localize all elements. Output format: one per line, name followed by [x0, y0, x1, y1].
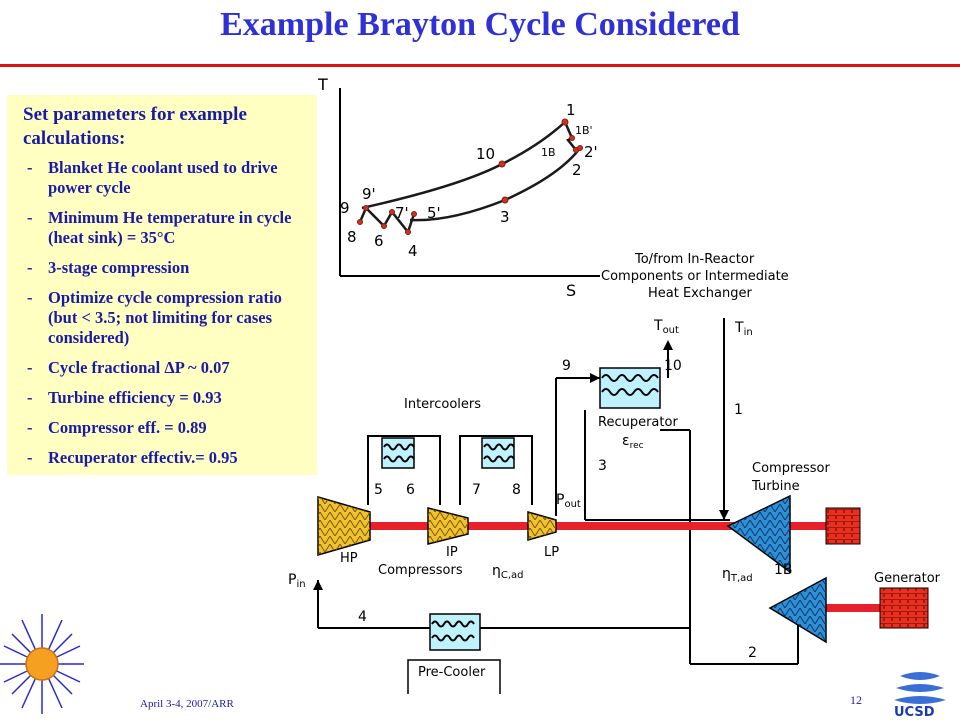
t-out-label: Tout — [653, 318, 679, 336]
list-item: -Recuperator effectiv.= 0.95 — [27, 448, 238, 467]
svg-text:UCSD: UCSD — [894, 705, 935, 720]
recuperator-effectiveness: εrec — [622, 433, 644, 451]
state-label-5: 5 — [374, 482, 383, 498]
compressor-turbine-label: Turbine — [751, 479, 800, 494]
compressors-label: Compressors — [378, 563, 463, 578]
state-label-4: 4 — [358, 609, 367, 625]
parameter-list: -Blanket He coolant used to drive power … — [23, 158, 313, 478]
state-point-label: 1 — [566, 101, 576, 119]
state-point-label: 5' — [427, 204, 441, 222]
recuperator — [599, 367, 661, 409]
state-point-label: 1B' — [575, 124, 593, 137]
shaft — [360, 522, 826, 530]
sun-logo — [0, 614, 84, 714]
state-label-8: 8 — [512, 482, 521, 498]
state-point-label: 3 — [500, 208, 510, 226]
state-point-label: 2 — [572, 161, 582, 179]
bullet-text: Turbine efficiency = 0.93 — [48, 388, 222, 407]
ucsd-logo: UCSD — [886, 668, 954, 720]
bullet-text: Compressor eff. = 0.89 — [48, 418, 207, 437]
precooler-label: Pre-Cooler — [418, 665, 486, 680]
state-label-9: 9 — [562, 358, 571, 374]
lp-label: LP — [544, 545, 559, 560]
generator-label: Generator — [874, 571, 941, 586]
list-item: -Turbine efficiency = 0.93 — [27, 388, 222, 407]
bullet-text: Blanket He coolant used to drive power c… — [48, 158, 278, 197]
turbine-load-block — [825, 507, 861, 545]
state-point-label: 6 — [374, 232, 384, 250]
recuperator-label: Recuperator — [598, 415, 678, 430]
footer-date: April 3-4, 2007/ARR — [140, 698, 234, 710]
state-label-2: 2 — [748, 645, 757, 661]
turbine-efficiency: ηT,ad — [722, 566, 753, 584]
intercoolers-label: Intercoolers — [404, 397, 481, 412]
state-point-label: 4 — [408, 242, 418, 260]
state-label-1: 1 — [734, 402, 743, 418]
s-axis-label: S — [566, 281, 576, 300]
t-axis-label: T — [317, 75, 328, 94]
slide-title: Example Brayton Cycle Considered — [220, 6, 740, 43]
bullet-text: 3-stage compression — [48, 258, 190, 277]
state-point-label: 8 — [347, 228, 357, 246]
state-label-1b: 1B — [774, 562, 793, 578]
page-number: 12 — [850, 693, 862, 707]
list-item: -Cycle fractional ΔP ~ 0.07 — [27, 358, 230, 377]
bullet-text: Minimum He temperature in cycle (heat si… — [48, 208, 292, 247]
ip-label: IP — [446, 545, 458, 560]
p-out-label: Pout — [556, 492, 581, 510]
state-point-label: 10 — [476, 145, 495, 163]
state-point-label: 9' — [362, 185, 376, 203]
state-point-label: 9 — [340, 199, 350, 217]
generator-shaft — [790, 604, 880, 612]
state-label-3: 3 — [598, 458, 607, 474]
compressor-efficiency: ηC,ad — [492, 563, 524, 581]
state-point-label: 7' — [395, 204, 409, 222]
parameters-panel — [7, 95, 317, 475]
heat-source-label: Components or Intermediate — [601, 269, 789, 284]
list-item: -Blanket He coolant used to drive power … — [27, 158, 278, 197]
t-in-label: Tin — [734, 320, 753, 338]
p-in-label: Pin — [288, 572, 306, 590]
intercooler-1 — [381, 437, 415, 469]
heat-source-label: To/from In-Reactor — [634, 252, 755, 267]
hp-label: HP — [340, 551, 358, 566]
state-label-6: 6 — [406, 482, 415, 498]
state-label-10: 10 — [664, 358, 682, 374]
panel-heading: Set parameters for example calculations: — [23, 104, 247, 149]
pre-cooler — [407, 613, 501, 694]
bullet-text: Recuperator effectiv.= 0.95 — [48, 448, 238, 467]
state-point-label: 2' — [584, 143, 598, 161]
title-divider — [0, 64, 960, 67]
heat-source-label: Heat Exchanger — [648, 286, 752, 301]
state-point-label: 1B — [541, 146, 556, 159]
compressor-turbine-label: Compressor — [752, 461, 831, 476]
intercooler-2 — [481, 437, 515, 469]
list-item: -Compressor eff. = 0.89 — [27, 418, 207, 437]
list-item: -3-stage compression — [27, 258, 190, 277]
generator-block — [879, 587, 929, 629]
list-item: -Optimize cycle compression ratio (but <… — [27, 288, 282, 347]
bullet-text: Cycle fractional ΔP ~ 0.07 — [48, 358, 230, 377]
bullet-text: Optimize cycle compression ratio (but < … — [48, 288, 282, 347]
list-item: -Minimum He temperature in cycle (heat s… — [27, 208, 292, 247]
state-label-7: 7 — [472, 482, 481, 498]
